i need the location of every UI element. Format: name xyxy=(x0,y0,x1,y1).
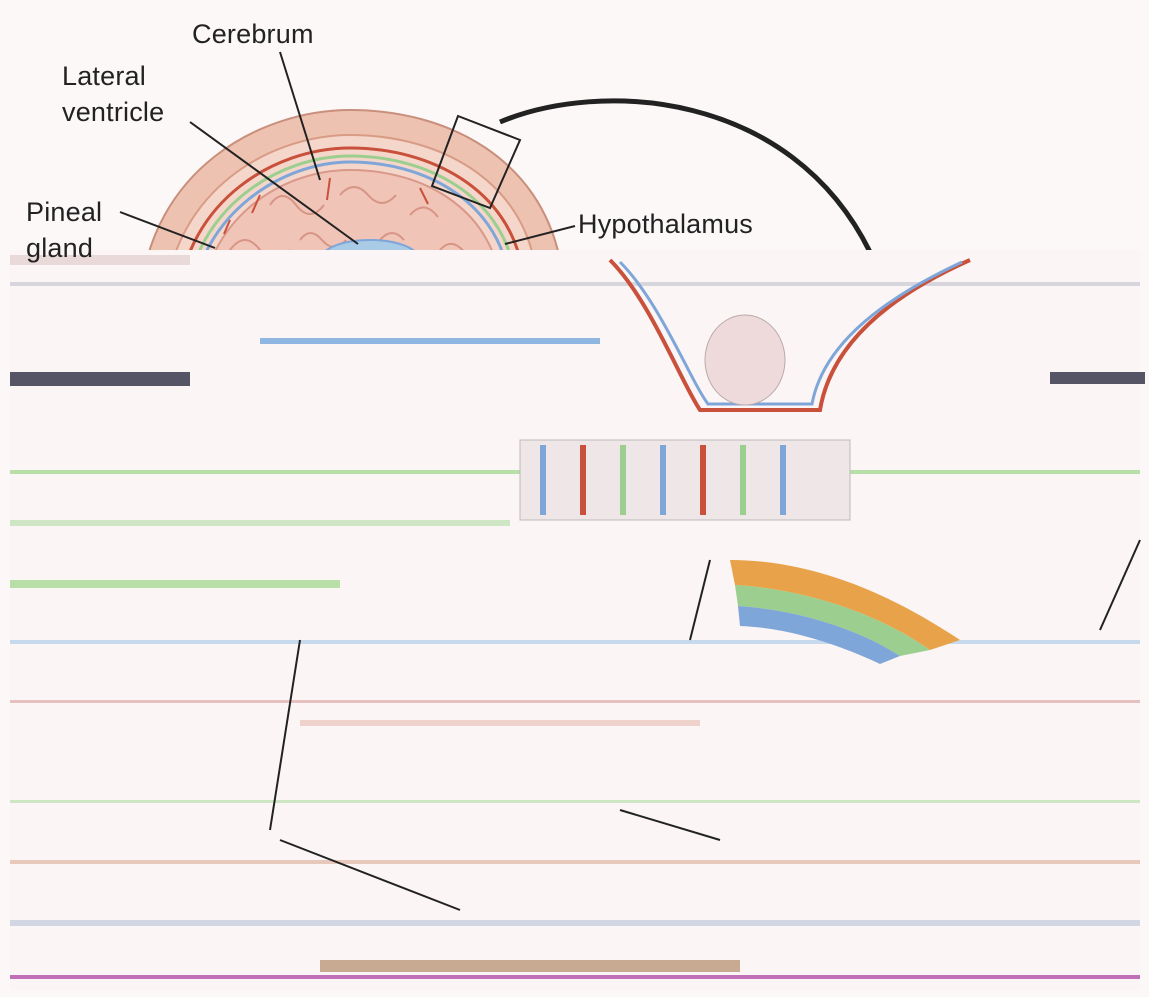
detail-cortex-blue xyxy=(738,606,900,664)
leader-hypothalamus xyxy=(504,225,576,245)
label-pineal-gland-line1: Pineal xyxy=(26,197,103,227)
meninges-band-blue xyxy=(190,160,510,301)
leader-lateral-ventricle xyxy=(189,121,359,245)
label-cerebrum: Cerebrum xyxy=(192,19,314,49)
label-lateral-ventricle-line2: ventricle xyxy=(62,97,165,127)
zoom-arc xyxy=(499,98,873,254)
label-pineal-gland-line2: gland xyxy=(26,233,94,263)
lower-figure-region xyxy=(10,250,1145,990)
label-hypothalamus: Hypothalamus xyxy=(578,209,753,239)
upper-right-nodule xyxy=(704,314,786,406)
leader-cerebrum xyxy=(279,51,321,181)
upper-right-structure-blue xyxy=(618,260,963,406)
upper-right-structure xyxy=(608,258,971,412)
zoom-box xyxy=(430,114,522,210)
central-column-detail xyxy=(519,439,851,521)
diagonal-structure-lines xyxy=(269,539,1141,911)
meninges-band-green xyxy=(184,154,516,301)
blood-vessels xyxy=(223,177,429,235)
detail-meninges-cross-section xyxy=(730,560,960,650)
label-lateral-ventricle-line1: Lateral xyxy=(62,61,146,91)
leader-pineal-gland xyxy=(119,211,216,249)
detail-meninges-band-green xyxy=(735,585,930,656)
central-column-stripes xyxy=(540,445,786,515)
